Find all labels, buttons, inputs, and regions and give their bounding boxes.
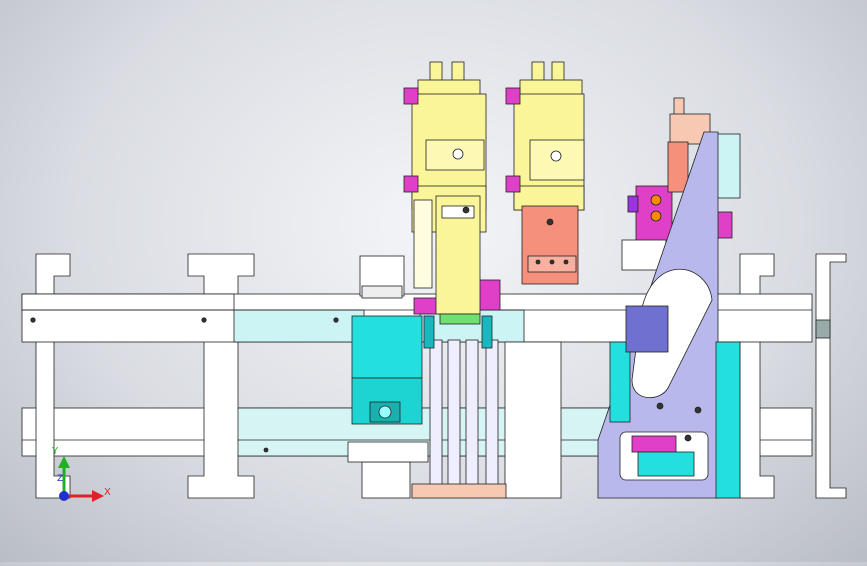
x-axis-label: X <box>104 487 111 498</box>
orientation-triad: Y X Z <box>51 446 111 502</box>
z-axis-label: Z <box>57 474 63 484</box>
plate-support-block <box>609 305 741 499</box>
right-cylinder-unit <box>505 61 585 211</box>
green-guide-strip <box>423 313 493 349</box>
z-axis-dot <box>59 491 69 501</box>
motor-mount-bracket <box>413 279 501 315</box>
servo-motor <box>351 255 423 425</box>
right-i-post <box>739 253 775 499</box>
y-axis-label: Y <box>51 446 59 457</box>
left-i-post <box>187 253 255 499</box>
vertical-guide-rods <box>411 339 507 499</box>
left-cylinder-unit <box>403 61 487 315</box>
right-end-bracket <box>815 253 847 499</box>
center-support-block <box>347 341 562 499</box>
valve-block <box>521 205 579 285</box>
